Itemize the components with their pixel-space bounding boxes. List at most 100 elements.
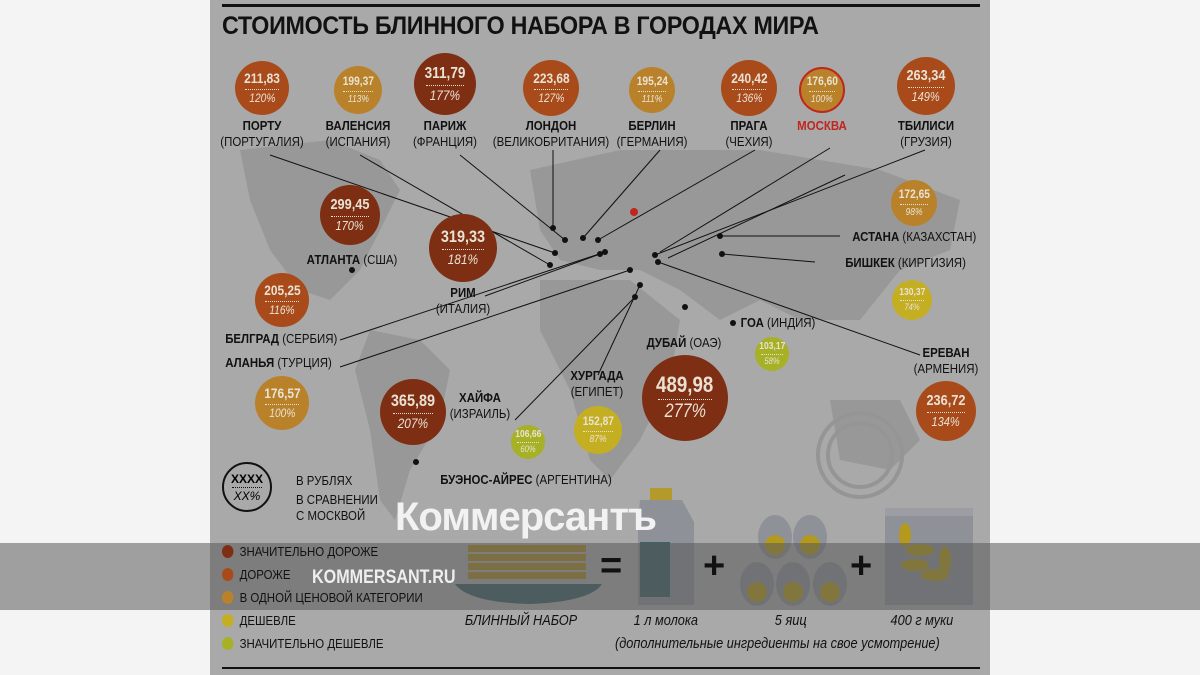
country-name: (КИРГИЗИЯ) <box>897 255 966 270</box>
city-label: ХАЙФА(ИЗРАИЛЬ) <box>418 390 541 422</box>
legend-swatch <box>222 568 234 581</box>
percent-value: 100% <box>811 93 833 105</box>
equals-sign: = <box>600 545 623 587</box>
city-label: МОСКВА <box>760 118 883 134</box>
kommersant-logo: Коммерсантъ <box>395 495 657 539</box>
legend-item: ЗНАЧИТЕЛЬНО ДЕШЕВЛЕ <box>222 636 383 651</box>
continents <box>240 140 960 520</box>
legend-swatch <box>222 591 234 604</box>
city-label: АЛАНЬЯ (ТУРЦИЯ) <box>225 355 332 371</box>
country-name: (СЕРБИЯ) <box>282 331 338 346</box>
city-name: АСТАНА <box>852 229 900 244</box>
city-dots <box>349 208 736 465</box>
country-name: (ТУРЦИЯ) <box>277 355 332 370</box>
bottom-rule <box>222 667 980 669</box>
pancake-set-caption: БЛИННЫЙ НАБОР <box>464 612 578 629</box>
city-label: ХУРГАДА(ЕГИПЕТ) <box>535 368 658 400</box>
kommersant-url: KOMMERSANT.RU <box>312 567 456 588</box>
milk-caption: 1 л молока <box>633 612 698 629</box>
flour-caption: 400 г муки <box>890 612 954 629</box>
country-name: (ВЕЛИКОБРИТАНИЯ) <box>492 134 610 149</box>
price-value: 319,33 <box>440 227 486 247</box>
watermark-band <box>0 543 1200 610</box>
city-label: ЛОНДОН(ВЕЛИКОБРИТАНИЯ) <box>489 118 612 150</box>
country-name: (АРГЕНТИНА) <box>535 472 612 487</box>
percent-value: 98% <box>905 206 923 218</box>
price-value: 205,25 <box>263 282 301 299</box>
city-label: ДУБАЙ (ОАЭ) <box>631 335 737 351</box>
price-value: 176,57 <box>263 385 301 402</box>
percent-value: 111% <box>641 93 663 105</box>
country-name: (ИСПАНИЯ) <box>325 134 391 149</box>
percent-value: 181% <box>447 251 479 268</box>
country-name: (ФРАНЦИЯ) <box>412 134 478 149</box>
city-label: ГОА (ИНДИЯ) <box>725 315 831 331</box>
city-name: ЕРЕВАН <box>922 345 970 360</box>
key-price-sample: XXXX <box>230 471 263 486</box>
city-name: РИМ <box>450 285 476 300</box>
city-label: БЕРЛИН(ГЕРМАНИЯ) <box>590 118 713 150</box>
city-label: БЕЛГРАД (СЕРБИЯ) <box>225 331 337 347</box>
percent-value: 177% <box>429 86 461 103</box>
legend-item: ЗНАЧИТЕЛЬНО ДОРОЖЕ <box>222 544 378 559</box>
city-label: ТБИЛИСИ(ГРУЗИЯ) <box>864 118 987 150</box>
price-value: 311,79 <box>424 65 466 82</box>
percent-value: 127% <box>537 90 565 105</box>
city-name: ЛОНДОН <box>525 118 577 133</box>
city-name: МОСКВА <box>797 118 847 133</box>
legend-label: В ОДНОЙ ЦЕНОВОЙ КАТЕГОРИИ <box>239 590 423 605</box>
city-bubble: 319,33 181% <box>429 214 497 282</box>
percent-value: 207% <box>397 415 429 432</box>
country-name: (ПОРТУГАЛИЯ) <box>220 134 304 149</box>
city-name: ПОРТУ <box>242 118 282 133</box>
price-value: 106,66 <box>514 429 542 441</box>
country-name: (КАЗАХСТАН) <box>902 229 977 244</box>
percent-value: 74% <box>904 302 920 313</box>
city-label: ПАРИЖ(ФРАНЦИЯ) <box>383 118 506 150</box>
city-name: АЛАНЬЯ <box>225 355 275 370</box>
price-value: 195,24 <box>636 74 668 89</box>
price-value: 236,72 <box>926 392 966 410</box>
percent-value: 170% <box>335 217 365 233</box>
city-name: БЕЛГРАД <box>225 331 280 346</box>
percent-value: 120% <box>248 90 276 105</box>
city-name: ХАЙФА <box>459 390 501 405</box>
country-name: (ЕГИПЕТ) <box>570 384 624 399</box>
city-label: ВАЛЕНСИЯ(ИСПАНИЯ) <box>296 118 419 150</box>
percent-value: 113% <box>347 93 369 105</box>
city-label: РИМ(ИТАЛИЯ) <box>401 285 524 317</box>
key-price-label: В РУБЛЯХ <box>296 473 353 488</box>
price-value: 130,37 <box>898 287 926 299</box>
country-name: (ИТАЛИЯ) <box>435 301 491 316</box>
eggs-caption: 5 яиц <box>774 612 807 629</box>
legend-label: ЗНАЧИТЕЛЬНО ДОРОЖЕ <box>239 544 379 559</box>
country-name: (ГЕРМАНИЯ) <box>616 134 688 149</box>
price-value: 240,42 <box>730 70 768 87</box>
legend-item: В ОДНОЙ ЦЕНОВОЙ КАТЕГОРИИ <box>222 590 423 605</box>
top-rule <box>222 4 980 7</box>
city-name: АТЛАНТА <box>306 252 361 267</box>
city-bubble: 195,24 111% <box>629 67 675 113</box>
price-value: 152,87 <box>582 414 614 429</box>
city-name: ДУБАЙ <box>646 335 687 350</box>
city-name: ВАЛЕНСИЯ <box>325 118 391 133</box>
city-label: БУЭНОС-АЙРЕС (АРГЕНТИНА) <box>440 472 612 488</box>
plus-sign-2: + <box>850 545 873 587</box>
legend-label: ДЕШЕВЛЕ <box>239 613 296 628</box>
country-name: (ЧЕХИЯ) <box>725 134 773 149</box>
city-name: ПРАГА <box>730 118 768 133</box>
leader-lines <box>269 147 926 421</box>
price-value: 103,17 <box>758 341 786 353</box>
page-title: СТОИМОСТЬ БЛИННОГО НАБОРА В ГОРОДАХ МИРА <box>222 12 819 40</box>
city-label: ПОРТУ(ПОРТУГАЛИЯ) <box>200 118 323 150</box>
legend-item: ДЕШЕВЛЕ <box>222 613 296 628</box>
legend-swatch <box>222 614 234 627</box>
